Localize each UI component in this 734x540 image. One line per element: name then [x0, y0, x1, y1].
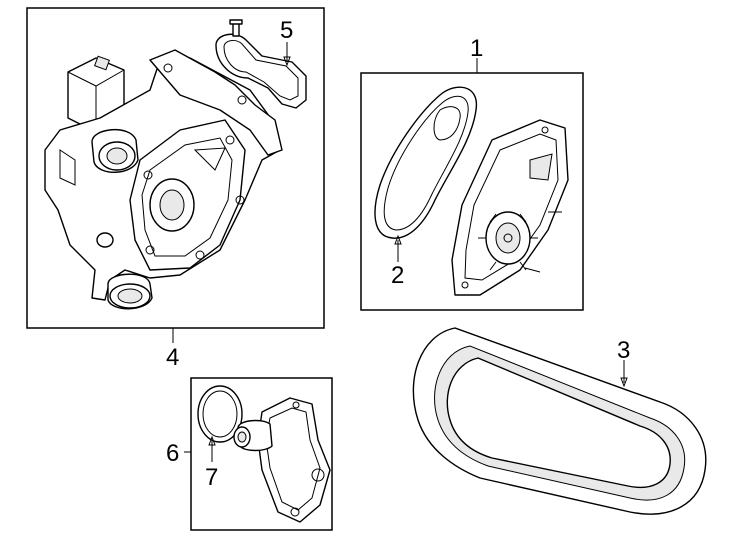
pump-kit-box	[360, 72, 584, 311]
callout-7: 7	[205, 464, 218, 491]
thermostat-housing-6-drawing	[233, 397, 331, 523]
callout-6: 6	[166, 440, 179, 467]
water-pump-housing-drawing	[44, 49, 283, 310]
callout-5: 5	[280, 17, 293, 44]
callout-3: 3	[617, 337, 630, 364]
callout-2: 2	[391, 262, 404, 289]
leader-lines	[172, 42, 628, 462]
pump-gasket-2-drawing	[374, 86, 478, 239]
drive-belt-3-drawing	[412, 327, 707, 515]
water-pump-1-drawing	[451, 119, 569, 296]
callout-1: 1	[470, 35, 483, 62]
gasket-5-drawing	[215, 19, 307, 109]
o-ring-7-drawing	[197, 385, 243, 443]
pump-assembly-box	[26, 7, 325, 329]
thermostat-box	[190, 377, 333, 531]
callout-4: 4	[166, 344, 179, 371]
